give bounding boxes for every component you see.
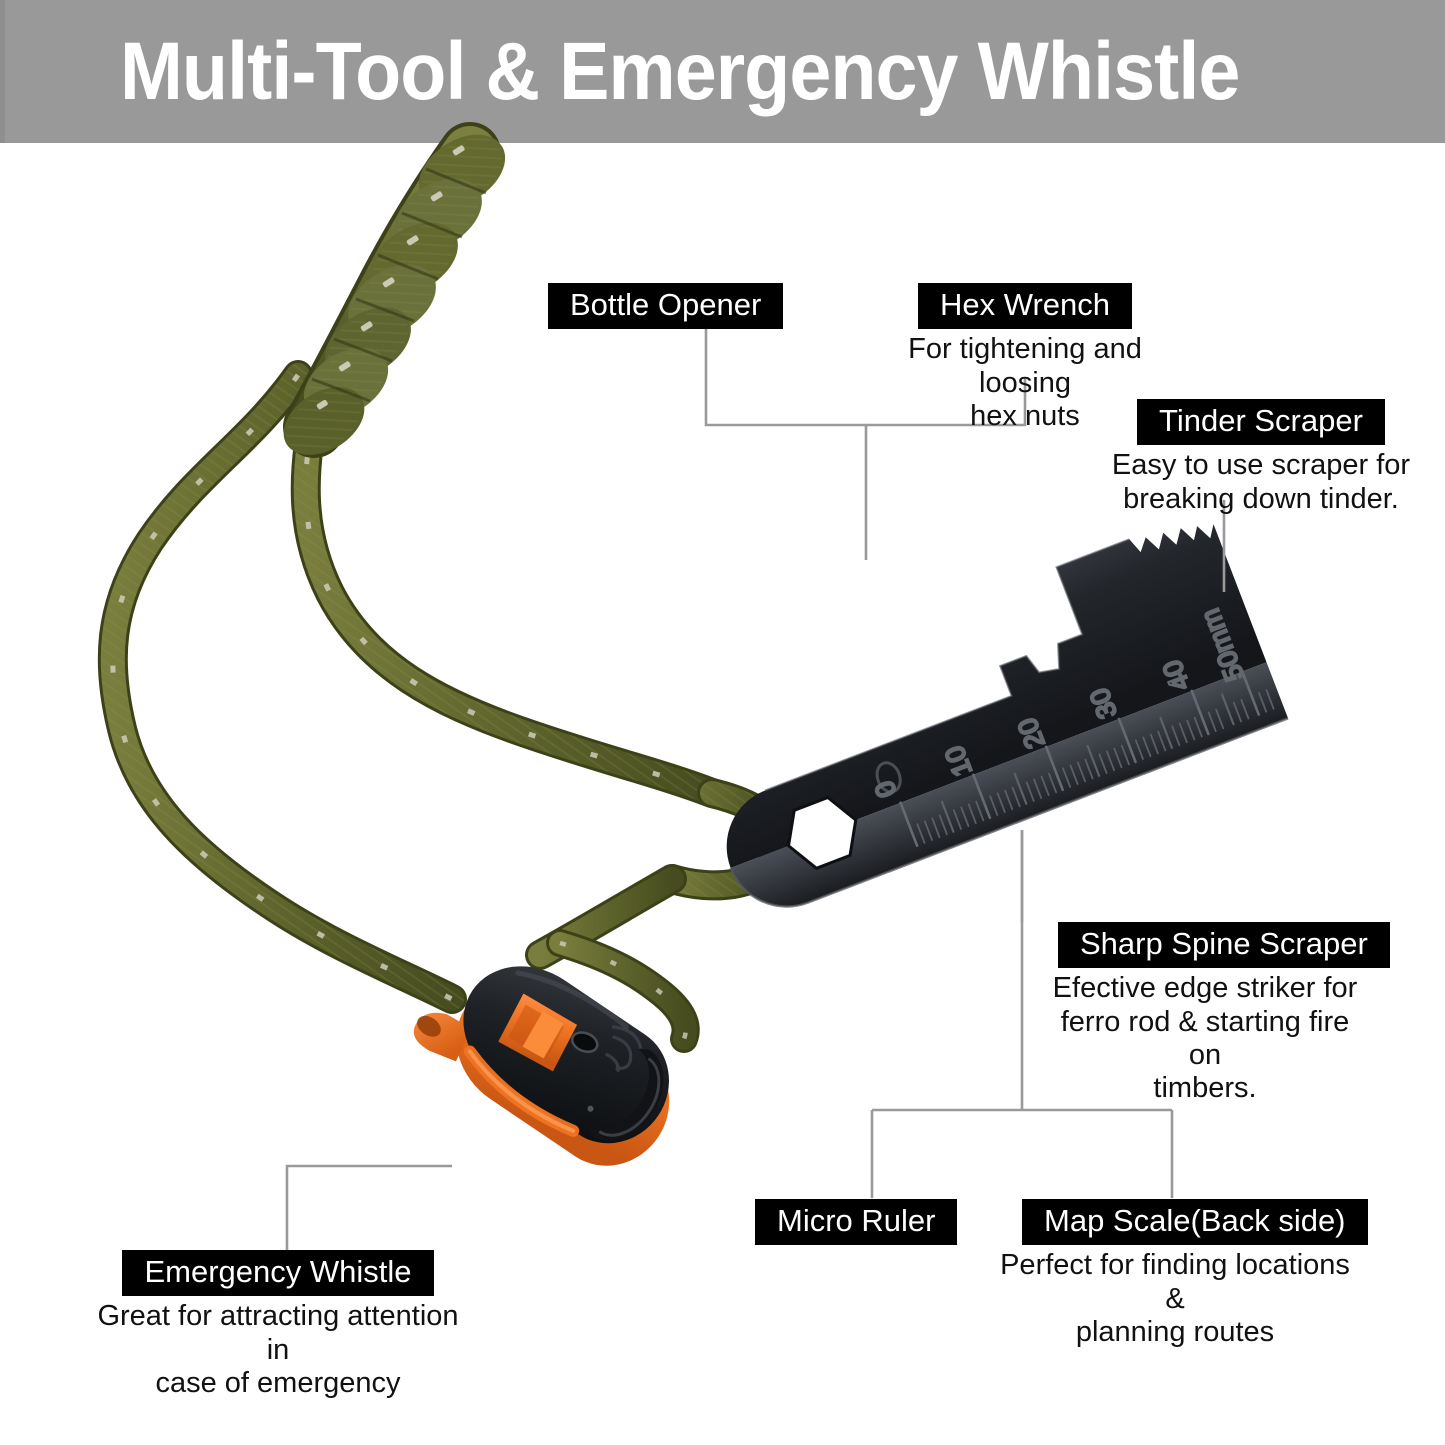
callout-hex-wrench[interactable]: Hex Wrench For tightening and loosing he… (897, 283, 1153, 433)
callout-bottle-opener[interactable]: Bottle Opener (548, 283, 784, 330)
callout-hex-wrench-title: Hex Wrench (918, 283, 1132, 330)
callout-bottle-opener-title: Bottle Opener (548, 283, 784, 330)
header-banner: Multi-Tool & Emergency Whistle (0, 0, 1445, 143)
callout-emergency-whistle[interactable]: Emergency Whistle Great for attracting a… (97, 1250, 459, 1400)
callout-micro-ruler-title: Micro Ruler (755, 1199, 958, 1246)
callout-tinder-scraper[interactable]: Tinder Scraper Easy to use scraper for b… (1112, 399, 1410, 516)
callout-emergency-whistle-desc: Great for attracting attention in case o… (97, 1300, 459, 1399)
callout-sharp-spine-scraper[interactable]: Sharp Spine Scraper Efective edge strike… (1053, 922, 1390, 1105)
product-photo: 0 10 20 30 40 50mm (0, 122, 1445, 1445)
callout-micro-ruler[interactable]: Micro Ruler (755, 1199, 958, 1246)
paracord-knot-braid (283, 122, 506, 458)
multi-tool-body: 0 10 20 30 40 50mm (640, 503, 1320, 923)
callout-map-scale[interactable]: Map Scale(Back side) Perfect for finding… (1000, 1199, 1368, 1349)
hex-wrench-hole (786, 795, 858, 870)
callout-emergency-whistle-title: Emergency Whistle (122, 1250, 434, 1297)
callout-tinder-scraper-title: Tinder Scraper (1137, 399, 1385, 446)
callout-map-scale-desc: Perfect for finding locations & planning… (1000, 1249, 1350, 1348)
callout-hex-wrench-desc: For tightening and loosing hex nuts (908, 333, 1142, 432)
page-title: Multi-Tool & Emergency Whistle (120, 25, 1240, 117)
callout-map-scale-title: Map Scale(Back side) (1022, 1199, 1368, 1246)
emergency-whistle-body (378, 928, 718, 1198)
callout-sharp-spine-scraper-title: Sharp Spine Scraper (1058, 922, 1390, 969)
paracord-lanyard (0, 122, 1445, 1445)
callout-sharp-spine-scraper-desc: Efective edge striker for ferro rod & st… (1052, 972, 1358, 1104)
callout-tinder-scraper-desc: Easy to use scraper for breaking down ti… (1111, 449, 1411, 515)
